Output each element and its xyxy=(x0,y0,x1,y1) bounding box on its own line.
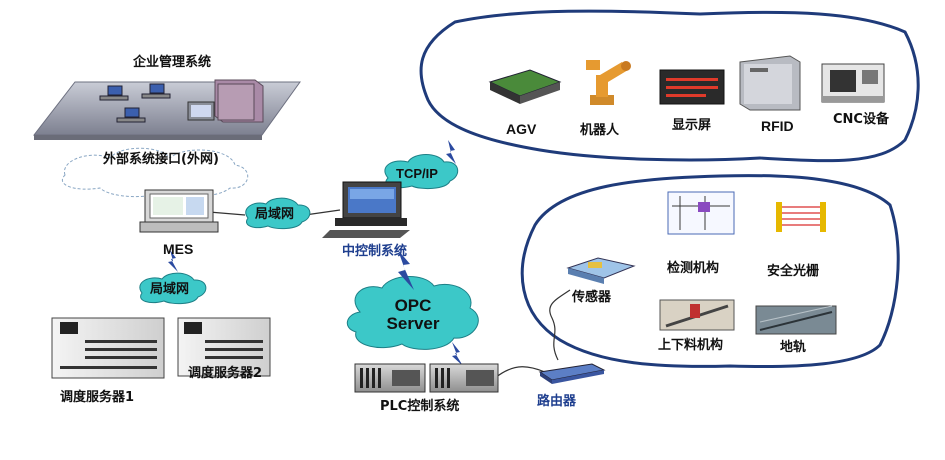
workstation-icon xyxy=(99,83,171,123)
cnc-label: CNC设备 xyxy=(833,112,889,127)
router-device xyxy=(538,363,606,384)
ground-rail-icon xyxy=(755,305,837,335)
rfid-label: RFID xyxy=(761,118,794,134)
lightning-icon xyxy=(452,342,463,366)
lightning-links xyxy=(168,140,463,366)
plc-unit xyxy=(354,363,426,393)
lightning-icon xyxy=(168,250,178,272)
dispatch-server-2 xyxy=(177,317,271,377)
light-curtain-label: 安全光栅 xyxy=(767,264,820,279)
sensor-label: 传感器 xyxy=(572,290,612,305)
loading-mechanism-icon xyxy=(659,299,735,331)
external-interface-label: 外部系统接口(外网) xyxy=(103,152,219,167)
light-curtain-icon xyxy=(776,202,826,232)
lightning-icon xyxy=(398,250,414,290)
lan-right-label: 局域网 xyxy=(255,207,295,222)
agv-label: AGV xyxy=(506,121,537,137)
inspection-label: 检测机构 xyxy=(667,261,720,276)
device-group-top-boundary xyxy=(419,9,920,163)
central-control-computer xyxy=(322,181,410,238)
opc-label-line2: Server xyxy=(386,314,440,333)
plc-unit xyxy=(429,363,499,393)
sensor-icon xyxy=(566,257,636,284)
display-screen-icon xyxy=(659,69,725,105)
device-group-bottom-boundary xyxy=(520,174,900,369)
tcpip-label: TCP/IP xyxy=(396,166,438,181)
router-label: 路由器 xyxy=(537,394,577,409)
opc-server-cloud xyxy=(346,275,479,350)
robot-label: 机器人 xyxy=(580,123,620,138)
mes-computer xyxy=(139,189,219,233)
rfid-reader-icon xyxy=(739,55,801,111)
central-control-label: 中控制系统 xyxy=(342,244,408,259)
lightning-icon xyxy=(446,140,456,164)
dispatch-server-1 xyxy=(51,317,165,379)
plc-label: PLC控制系统 xyxy=(380,399,460,414)
server2-label: 调度服务器2 xyxy=(188,366,263,381)
mes-label: MES xyxy=(163,241,194,257)
external-network-cloud xyxy=(62,147,248,198)
agv-icon xyxy=(488,69,562,104)
tcpip-cloud xyxy=(384,154,459,190)
ground-rail-label: 地轨 xyxy=(780,340,807,355)
server-tower-icon xyxy=(187,79,264,123)
enterprise-system-label: 企业管理系统 xyxy=(133,55,212,70)
loading-mechanism-label: 上下料机构 xyxy=(658,338,724,353)
inspection-icon xyxy=(667,191,735,235)
cnc-machine-icon xyxy=(821,63,885,103)
opc-label-line1: OPC xyxy=(394,296,432,315)
robot-arm-icon xyxy=(586,60,631,105)
lan-cloud-down xyxy=(139,272,207,305)
opc-server-label: OPC Server xyxy=(378,297,448,333)
enterprise-platform xyxy=(32,79,301,140)
display-screen-label: 显示屏 xyxy=(672,118,712,133)
lan-down-label: 局域网 xyxy=(150,282,190,297)
server1-label: 调度服务器1 xyxy=(60,390,135,405)
lan-cloud-right xyxy=(245,197,311,230)
